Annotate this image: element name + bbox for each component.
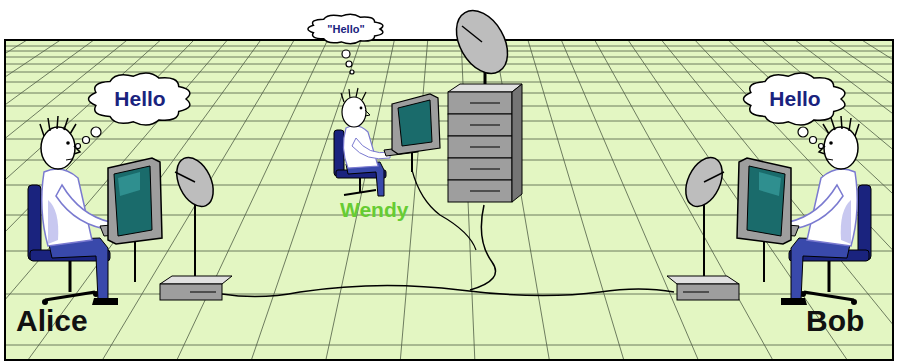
grid-line — [5, 40, 450, 360]
grid-line — [325, 40, 450, 360]
grid-line — [450, 40, 893, 360]
grid-line — [5, 40, 450, 360]
grid-line — [5, 40, 450, 360]
grid-line — [450, 40, 893, 360]
grid-line — [5, 46, 893, 47]
grid-line — [450, 40, 893, 360]
grid-line — [5, 40, 450, 360]
server-tower — [446, 2, 522, 202]
grid-line — [450, 40, 893, 360]
alice-figure — [28, 116, 232, 305]
grid-line — [5, 40, 450, 360]
grid-line — [5, 40, 450, 360]
grid-line — [5, 251, 893, 252]
grid-line — [5, 40, 450, 360]
grid-line — [5, 64, 893, 65]
thought-bubble: "Hello" — [306, 10, 386, 48]
grid-line — [450, 40, 893, 360]
grid-line — [450, 40, 893, 360]
grid-line — [5, 294, 893, 295]
grid-line — [5, 40, 450, 360]
network-wire — [222, 285, 674, 296]
grid-line — [450, 40, 893, 360]
grid-line — [5, 57, 893, 58]
grid-line — [450, 40, 893, 360]
grid-line — [450, 40, 893, 360]
grid-line — [450, 40, 893, 360]
thought-trail — [76, 50, 824, 149]
grid-line — [5, 40, 450, 360]
grid-line — [5, 40, 450, 360]
thought-text: Hello — [769, 87, 820, 111]
grid-line — [5, 40, 450, 360]
grid-line — [5, 40, 450, 360]
person-name: Wendy — [340, 198, 408, 222]
grid-line — [450, 40, 893, 360]
grid-line — [5, 40, 450, 360]
floor-frame — [5, 40, 893, 360]
grid-line — [450, 40, 893, 360]
grid-line — [5, 51, 893, 52]
grid-line — [450, 40, 893, 360]
server-cable — [470, 205, 496, 290]
grid-line — [450, 40, 893, 360]
person-name: Alice — [16, 304, 88, 338]
grid-line — [5, 40, 450, 360]
grid-line — [5, 40, 450, 360]
grid-line — [250, 40, 450, 360]
grid-line — [450, 40, 893, 360]
grid-line — [5, 40, 450, 360]
perspective-grid — [5, 40, 893, 360]
grid-line — [450, 40, 893, 360]
floor-ground — [5, 40, 893, 360]
person-name: Bob — [806, 304, 864, 338]
grid-line — [5, 40, 450, 360]
thought-bubble: Hello — [743, 70, 847, 128]
thought-text: "Hello" — [327, 23, 364, 35]
grid-line — [450, 40, 893, 360]
grid-line — [5, 72, 893, 73]
thought-bubble: Hello — [88, 70, 192, 128]
wendy-figure — [334, 88, 440, 196]
grid-line — [25, 40, 450, 360]
grid-line — [175, 40, 450, 360]
grid-line — [450, 40, 893, 360]
bob-figure — [667, 116, 871, 305]
grid-line — [450, 40, 893, 360]
grid-line — [5, 40, 450, 360]
grid-line — [5, 40, 450, 360]
grid-line — [5, 345, 893, 346]
thought-text: Hello — [114, 87, 165, 111]
